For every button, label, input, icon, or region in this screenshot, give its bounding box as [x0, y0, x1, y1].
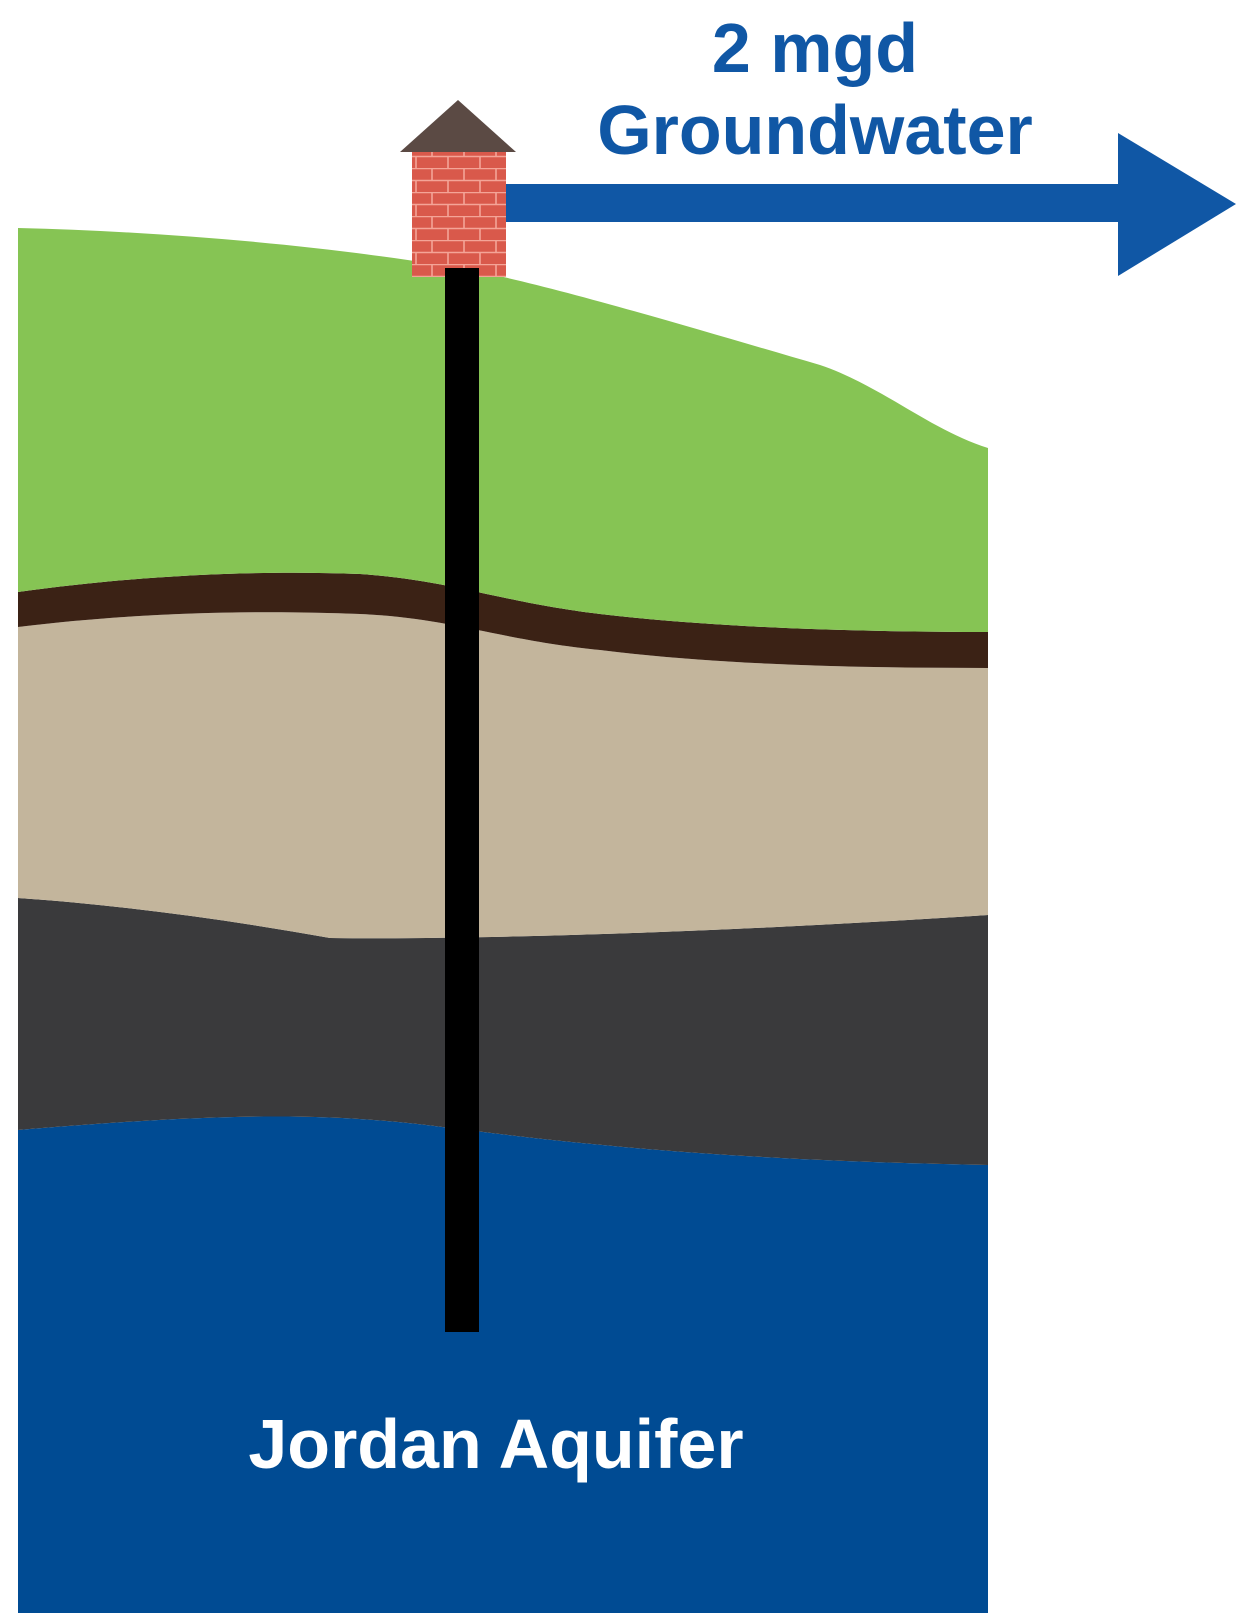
flow-arrow-head [1118, 133, 1236, 276]
wellhouse-roof [400, 100, 516, 152]
flow-arrow-shaft [500, 184, 1122, 222]
well-casing [445, 268, 479, 1332]
flow-type-label: Groundwater [597, 91, 1033, 169]
wellhouse-icon [400, 100, 516, 277]
aquifer-layer [18, 1116, 988, 1613]
surface-layer [18, 228, 988, 632]
aquifer-label: Jordan Aquifer [248, 1405, 743, 1483]
flow-amount-label: 2 mgd [712, 9, 918, 87]
wellhouse-body [412, 152, 506, 277]
